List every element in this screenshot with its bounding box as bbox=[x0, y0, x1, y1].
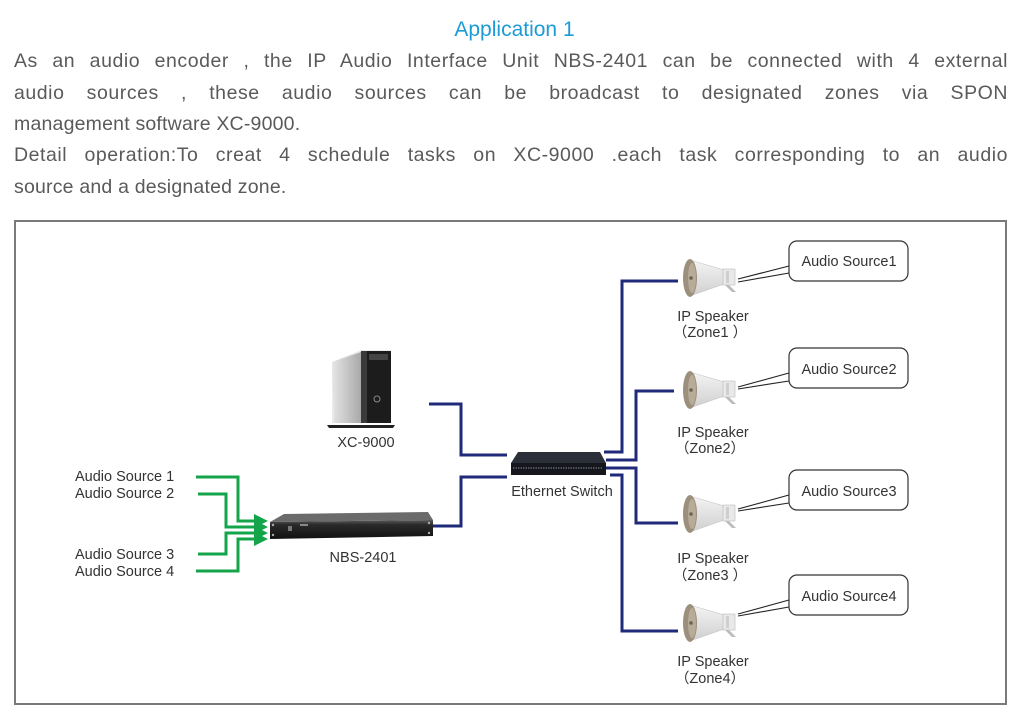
audio-link-4 bbox=[196, 537, 256, 573]
intro-line: As an audio encoder , the IP Audio Inter… bbox=[14, 50, 1008, 72]
horn-speaker-icon bbox=[682, 370, 737, 410]
link-switch-speaker-4 bbox=[610, 473, 678, 633]
arrow-head bbox=[254, 532, 268, 546]
link-encoder-switch bbox=[433, 475, 507, 528]
speaker-zone: （Zone2） bbox=[675, 440, 745, 457]
link-switch-speaker-3 bbox=[606, 466, 678, 525]
input-label: Audio Source 3 bbox=[75, 547, 174, 563]
audio-input-links bbox=[196, 475, 256, 573]
audio-link-2 bbox=[198, 492, 256, 529]
speaker-3: IP Speaker （Zone3 ） Audio Source3 bbox=[673, 469, 909, 584]
audio-link-1 bbox=[196, 475, 256, 523]
detail-line: Detail operation:To creat 4 schedule tas… bbox=[14, 144, 1008, 166]
speaker-zone: （Zone1 ） bbox=[673, 324, 747, 341]
callout-pointer bbox=[737, 265, 790, 283]
detail-line: source and a designated zone. bbox=[14, 175, 287, 198]
speaker-name: IP Speaker bbox=[677, 551, 749, 567]
audio-input-arrows bbox=[254, 514, 268, 546]
input-label: Audio Source 4 bbox=[75, 564, 174, 580]
link-switch-speaker-1 bbox=[604, 279, 678, 454]
input-label: Audio Source 2 bbox=[75, 486, 174, 502]
callout-bubble bbox=[788, 347, 909, 389]
speaker-zone: （Zone4） bbox=[675, 670, 745, 687]
tower-server-icon bbox=[327, 350, 395, 428]
speaker-1: IP Speaker （Zone1 ） Audio Source1 bbox=[673, 240, 909, 341]
encoder-label: NBS-2401 bbox=[330, 550, 397, 566]
horn-speaker-icon bbox=[682, 603, 737, 643]
callout-pointer bbox=[737, 494, 790, 512]
intro-line: audio sources , these audio sources can … bbox=[14, 81, 1008, 104]
callout-pointer bbox=[737, 372, 790, 390]
horn-speaker-icon bbox=[682, 494, 737, 534]
rack-unit-icon bbox=[270, 512, 433, 539]
speaker-name: IP Speaker bbox=[677, 309, 749, 325]
network-links bbox=[429, 279, 678, 633]
speaker-4: IP Speaker （Zone4） Audio Source4 bbox=[675, 574, 909, 687]
callout-bubble bbox=[788, 240, 909, 282]
callout-text: Audio Source1 bbox=[801, 254, 896, 270]
detail-paragraph: Detail operation:To creat 4 schedule tas… bbox=[14, 140, 1008, 203]
callout-text: Audio Source3 bbox=[801, 484, 896, 500]
callout-text: Audio Source4 bbox=[801, 589, 896, 605]
intro-paragraph: As an audio encoder , the IP Audio Inter… bbox=[14, 46, 1008, 141]
speaker-name: IP Speaker bbox=[677, 425, 749, 441]
link-switch-speaker-2 bbox=[606, 389, 674, 462]
speaker-zone: （Zone3 ） bbox=[673, 567, 747, 584]
speaker-2: IP Speaker （Zone2） Audio Source2 bbox=[675, 347, 909, 457]
link-server-switch bbox=[429, 402, 507, 457]
switch-label: Ethernet Switch bbox=[511, 484, 613, 500]
callout-bubble bbox=[788, 574, 909, 616]
callout-text: Audio Source2 bbox=[801, 362, 896, 378]
input-label: Audio Source 1 bbox=[75, 469, 174, 485]
page-title: Application 1 bbox=[454, 18, 575, 41]
callout-bubble bbox=[788, 469, 909, 511]
diagram-frame bbox=[14, 220, 1007, 705]
audio-link-3 bbox=[198, 531, 256, 556]
intro-line: management software XC-9000. bbox=[14, 113, 301, 135]
speaker-name: IP Speaker bbox=[677, 654, 749, 670]
network-switch-icon bbox=[511, 452, 606, 475]
horn-speaker-icon bbox=[682, 258, 737, 298]
server-label: XC-9000 bbox=[337, 435, 394, 451]
callout-pointer bbox=[737, 599, 790, 617]
